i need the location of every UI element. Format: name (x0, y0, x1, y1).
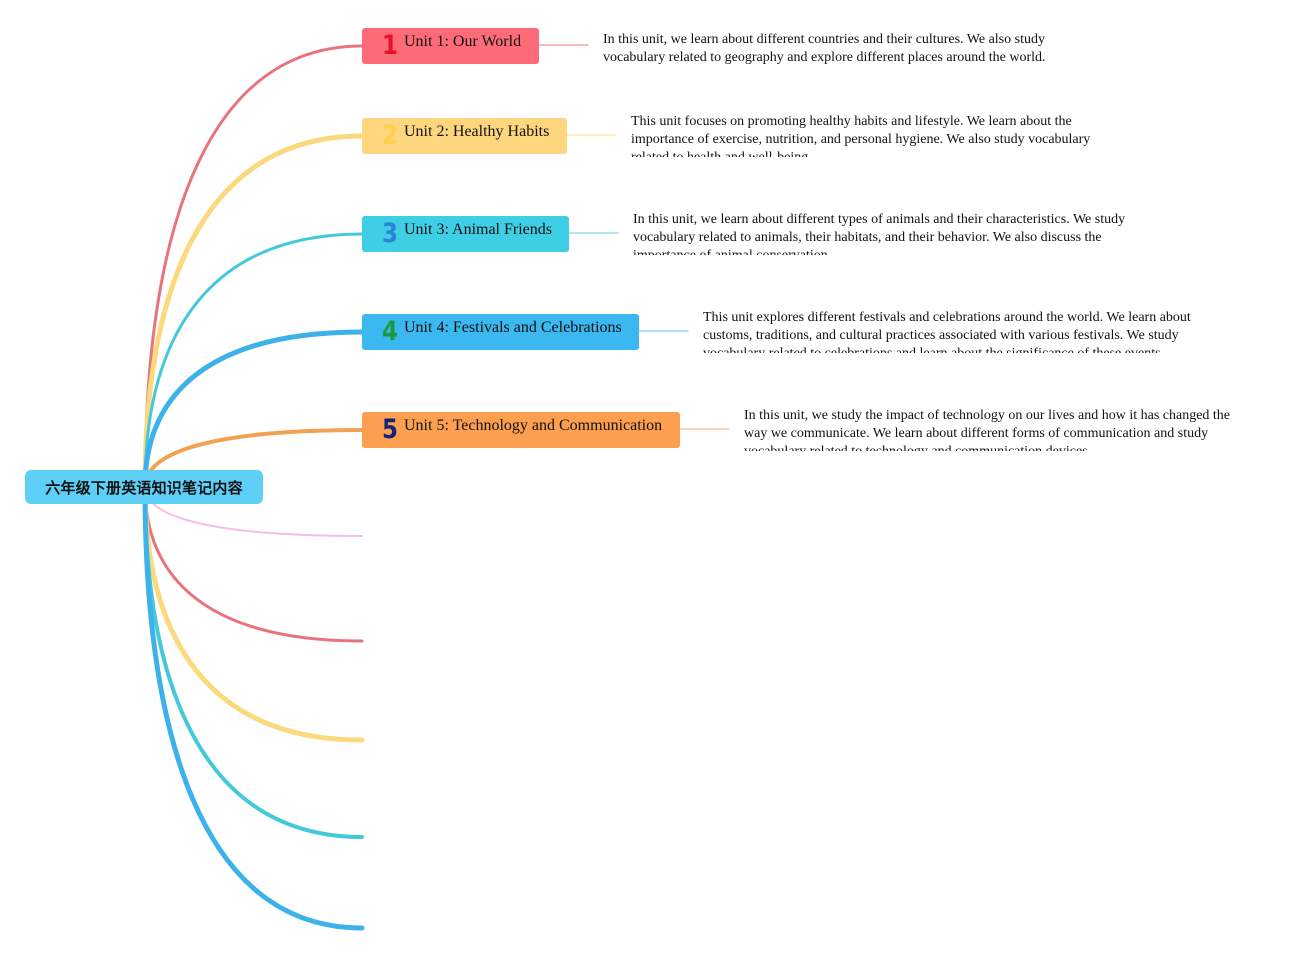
unit-1-number: 1 (382, 30, 398, 61)
empty-branch-line-4 (143, 485, 364, 839)
unit-4-description[interactable]: This unit explores different festivals a… (703, 310, 1191, 353)
unit-1-title: Unit 1: Our World (404, 33, 522, 50)
root-topic[interactable]: 六年级下册英语知识笔记内容 (25, 470, 263, 504)
unit-4-number: 4 (382, 316, 398, 347)
unit-4-branch-line (142, 329, 365, 490)
unit-5-number: 5 (382, 414, 398, 445)
unit-2-branch-line (142, 133, 365, 490)
root-topic-label: 六年级下册英语知识笔记内容 (45, 478, 243, 497)
unit-3-number: 3 (382, 218, 398, 249)
unit-3-branch-line (143, 232, 364, 489)
unit-2-topic[interactable]: 2 Unit 2: Healthy Habits (362, 118, 567, 154)
connector-lines (538, 44, 730, 430)
unit-3-description[interactable]: In this unit, we learn about different t… (633, 212, 1126, 255)
branch-lines (142, 44, 365, 931)
empty-branch-line-2 (143, 485, 364, 643)
unit-2-title: Unit 2: Healthy Habits (404, 123, 550, 140)
unit-3-title: Unit 3: Animal Friends (404, 221, 552, 238)
unit-2-number: 2 (382, 120, 398, 151)
empty-branch-line-5 (142, 484, 365, 931)
unit-2-description[interactable]: This unit focuses on promoting healthy h… (631, 114, 1091, 157)
unit-4-topic[interactable]: 4 Unit 4: Festivals and Celebrations (362, 314, 639, 350)
unit-3-topic[interactable]: 3 Unit 3: Animal Friends (362, 216, 569, 252)
unit-5-title: Unit 5: Technology and Communication (404, 417, 663, 434)
unit-1-topic[interactable]: 1 Unit 1: Our World (362, 28, 539, 64)
unit-4-title: Unit 4: Festivals and Celebrations (404, 319, 622, 336)
unit-5-description[interactable]: In this unit, we study the impact of tec… (744, 408, 1231, 451)
unit-1-description[interactable]: In this unit, we learn about different c… (603, 32, 1046, 65)
unit-5-topic[interactable]: 5 Unit 5: Technology and Communication (362, 412, 680, 448)
